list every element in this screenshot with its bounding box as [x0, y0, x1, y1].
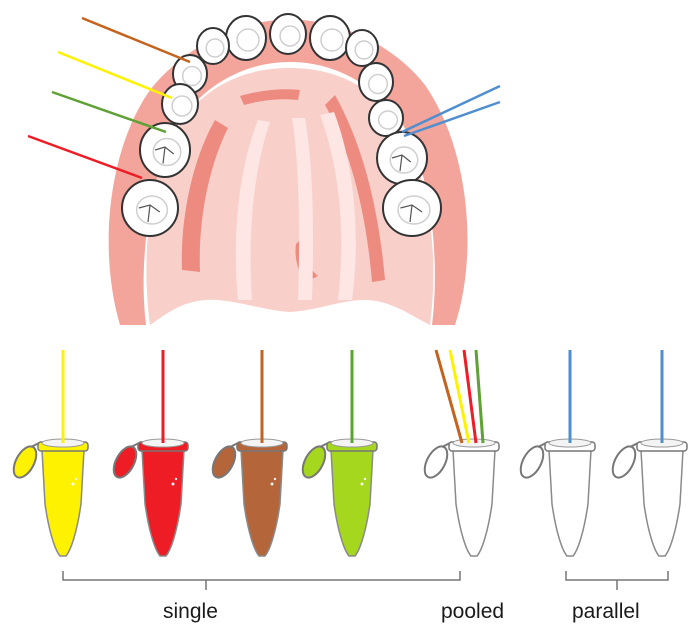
- tube-lid: [109, 443, 141, 481]
- tube-single: [208, 350, 287, 556]
- tooth: [162, 84, 198, 124]
- tooth: [270, 14, 306, 54]
- brackets: [63, 571, 668, 590]
- tubes: [9, 350, 687, 556]
- tube-body: [142, 450, 184, 556]
- tooth: [359, 63, 393, 101]
- tube-body: [42, 450, 84, 556]
- tube-lid: [420, 443, 452, 481]
- tube-single: [9, 350, 88, 556]
- label-single: single: [163, 600, 218, 624]
- tooth: [369, 100, 403, 136]
- tooth: [346, 30, 378, 66]
- sample-line-brown: [82, 18, 190, 62]
- probe-line: [476, 350, 483, 443]
- tube-lid: [298, 443, 330, 481]
- tube-pooled: [420, 350, 499, 556]
- tube-lid: [208, 443, 240, 481]
- tooth: [122, 180, 178, 236]
- tube-body: [331, 450, 373, 556]
- bracket-single: [63, 571, 460, 590]
- bracket-parallel: [566, 571, 668, 590]
- label-pooled: pooled: [441, 600, 504, 624]
- tube-body: [641, 450, 683, 556]
- tooth: [377, 132, 427, 184]
- tube-body: [453, 450, 495, 556]
- tube-body: [549, 450, 591, 556]
- tube-body: [241, 450, 283, 556]
- tube-single: [298, 350, 377, 556]
- tube-lid: [9, 443, 41, 481]
- tube-lid: [608, 443, 640, 481]
- tooth: [197, 28, 229, 64]
- tube-parallel: [516, 350, 595, 556]
- tube-single: [109, 350, 188, 556]
- tooth: [310, 16, 350, 60]
- tooth: [226, 16, 266, 60]
- sample-line-yellow: [58, 52, 172, 98]
- label-parallel: parallel: [572, 600, 640, 624]
- tube-lid: [516, 443, 548, 481]
- tube-parallel: [608, 350, 687, 556]
- tooth: [383, 180, 441, 236]
